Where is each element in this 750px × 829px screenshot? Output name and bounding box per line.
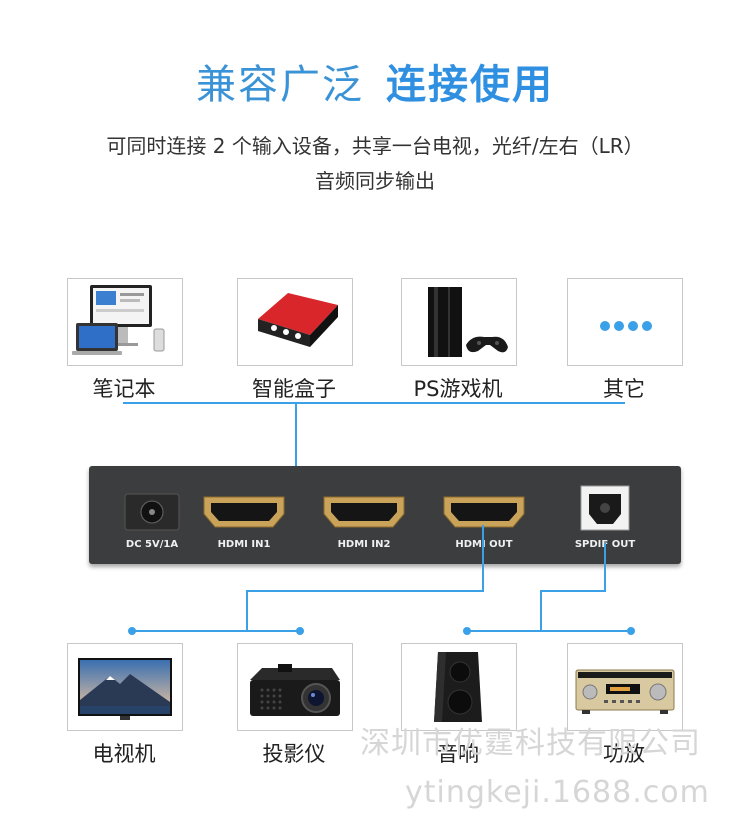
connector-dot: [128, 627, 136, 635]
hdmi-in1-label: HDMI IN1: [217, 539, 271, 550]
input-label-laptop: 笔记本: [92, 377, 156, 401]
connector-dot: [463, 627, 471, 635]
tv-box-card: [237, 278, 353, 366]
projector-card: [237, 643, 353, 731]
hdmi-out-label: HDMI OUT: [455, 539, 513, 550]
hdmi-in2-port-icon: [323, 496, 405, 528]
spdif-branch-line: [540, 590, 542, 631]
more-dots-icon: [600, 321, 652, 331]
game-console-icon: [428, 287, 508, 357]
hdmi-out-run-line: [246, 590, 484, 592]
output-label-amplifier: 功放: [603, 742, 645, 766]
watermark-url: ytingkeji.1688.com: [405, 775, 710, 810]
game-console-card: [401, 278, 517, 366]
hdmi-out-branch-line: [246, 590, 248, 631]
output-label-projector: 投影仪: [262, 742, 326, 766]
subtitle-line2: 音频同步输出: [315, 169, 435, 193]
laptop-card: [67, 278, 183, 366]
spdif-port-icon: [580, 485, 630, 531]
watermark-company: 深圳市优霆科技有限公司: [360, 726, 701, 761]
connector-dot: [627, 627, 635, 635]
title-part2: 连接使用: [386, 62, 554, 108]
hdmi-out-port-icon: [443, 496, 525, 528]
spdif-drop-line: [604, 543, 606, 591]
laptop-icon: [72, 285, 165, 355]
audio-output-bus-line: [467, 630, 631, 632]
subtitle-line1: 可同时连接 2 个输入设备，共享一台电视，光纤/左右（LR）: [106, 134, 644, 158]
hdmi-out-drop-line: [482, 525, 484, 591]
television-icon: [78, 658, 172, 720]
tv-box-icon: [258, 293, 338, 347]
video-output-bus-line: [132, 630, 300, 632]
output-label-speaker: 音响: [437, 742, 479, 766]
tv-card: [67, 643, 183, 731]
amplifier-icon: [575, 669, 675, 714]
input-drop-line: [295, 402, 297, 488]
input-label-console: PS游戏机: [413, 377, 503, 401]
hdmi-in2-label: HDMI IN2: [337, 539, 391, 550]
hdmi-in1-port-icon: [203, 496, 285, 528]
input-label-other: 其它: [603, 377, 645, 401]
dc-jack-icon: [124, 493, 180, 531]
speaker-icon: [434, 652, 482, 722]
input-bus-line: [123, 402, 625, 404]
page-title: 兼容广泛连接使用: [0, 52, 750, 110]
connector-dot: [296, 627, 304, 635]
spdif-run-line: [540, 590, 606, 592]
hdmi-switch-device: DC 5V/1A HDMI IN1 HDMI IN2 HDMI OUT SPDI…: [89, 466, 681, 564]
output-label-tv: 电视机: [92, 742, 156, 766]
projector-icon: [250, 664, 340, 716]
input-label-tv-box: 智能盒子: [252, 377, 336, 401]
other-card: [567, 278, 683, 366]
speaker-card: [401, 643, 517, 731]
title-part1: 兼容广泛: [196, 62, 364, 108]
amplifier-card: [567, 643, 683, 731]
dc-port-label: DC 5V/1A: [125, 539, 179, 550]
